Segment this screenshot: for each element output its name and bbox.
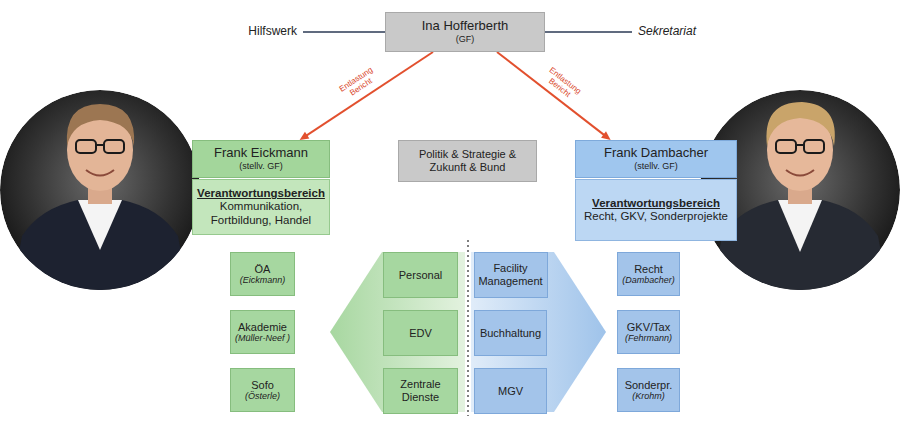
responsibility-box: VerantwortungsbereichKommunikation, Fort… (192, 179, 330, 235)
node-title: Buchhaltung (480, 327, 541, 340)
node-subtitle: (Dambacher) (622, 275, 675, 285)
department-box: Sofo(Österle) (230, 368, 295, 412)
portrait (0, 90, 200, 300)
report-arrow (497, 52, 611, 140)
node-title: GKV/Tax (627, 321, 670, 334)
node-subtitle: (Krohm) (632, 391, 665, 401)
service-box: EDV (383, 310, 458, 356)
node-subtitle: (Eickmann) (240, 275, 286, 285)
node-title: EDV (409, 327, 432, 340)
node-subtitle: (Fehrmann) (625, 333, 672, 343)
node-title: Sofo (251, 379, 274, 392)
edge-label: Entlastung Bericht (337, 66, 380, 103)
node-subtitle: (GF) (456, 34, 475, 44)
arrow-line (306, 52, 433, 136)
central-box: Politik & Strategie & Zukunft & Bund (398, 140, 537, 182)
edge-label: Entlastung Bericht (541, 66, 583, 104)
leader-line (303, 31, 385, 32)
node-subtitle: Recht, GKV, Sonderprojekte (584, 210, 728, 223)
node-title: Facility Management (478, 262, 542, 287)
node-title: Zentrale Dienste (388, 378, 453, 403)
arrow-head (601, 131, 611, 140)
department-box: GKV/Tax(Fehrmann) (617, 310, 680, 354)
manager-box: Ina Hofferberth(GF) (385, 12, 545, 52)
node-title: MGV (498, 385, 523, 398)
department-box: Akademie(Müller-Neef ) (230, 310, 295, 354)
department-box: Recht(Dambacher) (617, 252, 680, 296)
node-subtitle: (Österle) (245, 391, 280, 401)
arrow-head (300, 132, 310, 140)
service-box: Buchhaltung (474, 310, 547, 356)
node-subtitle: (Müller-Neef ) (235, 333, 290, 343)
node-subtitle: (stellv. GF) (634, 161, 677, 171)
deputy-box: Frank Dambacher(stellv. GF) (575, 140, 737, 178)
service-box: Facility Management (474, 252, 548, 298)
node-subtitle: (stellv. GF) (239, 161, 282, 171)
node-title: Sonderpr. (625, 379, 673, 392)
side-label: Hilfswerk (248, 24, 297, 38)
service-box: MGV (474, 368, 547, 414)
department-box: Sonderpr.(Krohm) (617, 368, 680, 412)
side-label: Sekretariat (638, 24, 696, 38)
divider-line (467, 240, 469, 416)
node-subtitle: Kommunikation, Fortbildung, Handel (197, 200, 325, 226)
service-box: Personal (383, 252, 458, 298)
node-title: Frank Eickmann (214, 146, 308, 161)
node-title: Verantwortungsbereich (197, 187, 325, 200)
node-title: Personal (399, 269, 442, 282)
report-arrow (300, 52, 433, 140)
service-box: Zentrale Dienste (383, 368, 458, 414)
node-title: Recht (634, 263, 663, 276)
department-box: ÖA(Eickmann) (230, 252, 295, 296)
node-title: Akademie (238, 321, 287, 334)
node-title: Verantwortungsbereich (592, 197, 720, 210)
responsibility-box: VerantwortungsbereichRecht, GKV, Sonderp… (575, 179, 737, 241)
deputy-box: Frank Eickmann(stellv. GF) (192, 140, 330, 178)
leader-line (545, 31, 632, 32)
node-title: Frank Dambacher (604, 146, 708, 161)
node-title: ÖA (255, 263, 271, 276)
arrow-line (497, 52, 604, 135)
node-title: Politik & Strategie & Zukunft & Bund (403, 148, 532, 173)
node-title: Ina Hofferberth (422, 19, 508, 34)
